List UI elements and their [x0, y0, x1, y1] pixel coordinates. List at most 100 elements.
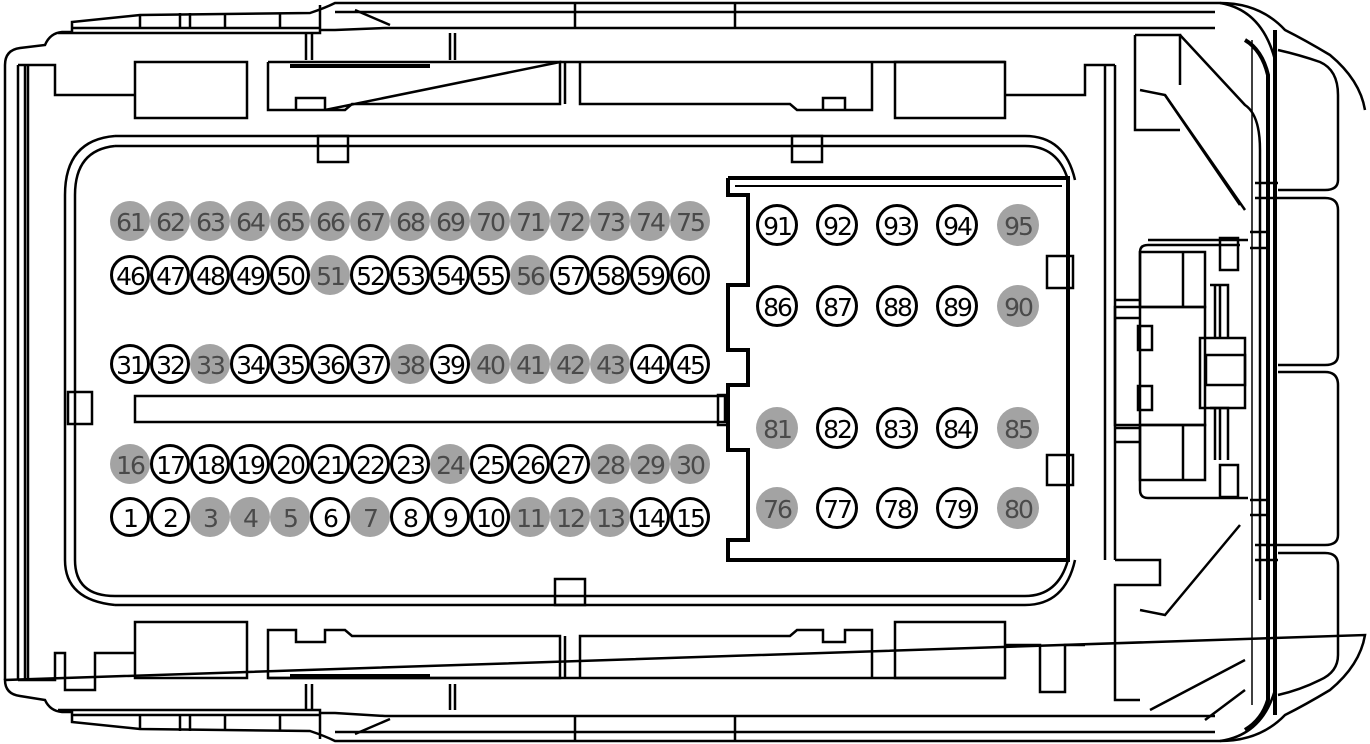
- pin-58: 58: [590, 255, 630, 295]
- pin-number: 18: [196, 450, 226, 480]
- pin-number: 60: [676, 261, 706, 291]
- pin-number: 63: [196, 207, 226, 237]
- pin-82: 82: [816, 407, 858, 449]
- pin-91: 91: [756, 204, 798, 246]
- pin-93: 93: [876, 204, 918, 246]
- pin-number: 49: [236, 261, 266, 291]
- pin-number: 24: [436, 450, 466, 480]
- pin-number: 57: [556, 261, 586, 291]
- pin-34: 34: [230, 344, 270, 384]
- pin-number: 50: [276, 261, 306, 291]
- pin-12: 12: [550, 497, 590, 537]
- pin-50: 50: [270, 255, 310, 295]
- pin-52: 52: [350, 255, 390, 295]
- pin-number: 13: [596, 503, 626, 533]
- pin-80: 80: [997, 487, 1039, 529]
- pin-41: 41: [510, 344, 550, 384]
- pin-37: 37: [350, 344, 390, 384]
- pin-number: 83: [883, 414, 913, 444]
- pin-number: 2: [163, 503, 179, 533]
- pin-number: 23: [396, 450, 426, 480]
- pin-69: 69: [430, 201, 470, 241]
- pin-14: 14: [630, 497, 670, 537]
- pin-42: 42: [550, 344, 590, 384]
- pin-55: 55: [470, 255, 510, 295]
- pin-2: 2: [150, 497, 190, 537]
- pin-32: 32: [150, 344, 190, 384]
- pin-number: 93: [883, 211, 913, 241]
- pin-25: 25: [470, 444, 510, 484]
- pin-number: 3: [203, 503, 219, 533]
- pin-28: 28: [590, 444, 630, 484]
- pin-number: 34: [236, 350, 266, 380]
- pin-95: 95: [997, 204, 1039, 246]
- pin-66: 66: [310, 201, 350, 241]
- pin-number: 35: [276, 350, 306, 380]
- pin-number: 78: [883, 494, 913, 524]
- pin-number: 51: [316, 261, 346, 291]
- pin-number: 89: [943, 292, 973, 322]
- pin-number: 77: [823, 494, 853, 524]
- pin-40: 40: [470, 344, 510, 384]
- pin-54: 54: [430, 255, 470, 295]
- pin-65: 65: [270, 201, 310, 241]
- pin-number: 1: [123, 503, 139, 533]
- pin-number: 88: [883, 292, 913, 322]
- pin-number: 28: [596, 450, 626, 480]
- pin-43: 43: [590, 344, 630, 384]
- pin-21: 21: [310, 444, 350, 484]
- pin-20: 20: [270, 444, 310, 484]
- pin-77: 77: [816, 487, 858, 529]
- pin-46: 46: [110, 255, 150, 295]
- pin-17: 17: [150, 444, 190, 484]
- pin-59: 59: [630, 255, 670, 295]
- pin-94: 94: [936, 204, 978, 246]
- pin-number: 8: [403, 503, 419, 533]
- pin-number: 66: [316, 207, 346, 237]
- pin-26: 26: [510, 444, 550, 484]
- pin-36: 36: [310, 344, 350, 384]
- pin-number: 75: [676, 207, 706, 237]
- pin-4: 4: [230, 497, 270, 537]
- pin-number: 46: [116, 261, 146, 291]
- pin-number: 4: [243, 503, 259, 533]
- pin-31: 31: [110, 344, 150, 384]
- pin-number: 68: [396, 207, 426, 237]
- pin-89: 89: [936, 285, 978, 327]
- pin-81: 81: [756, 407, 798, 449]
- pin-number: 90: [1004, 292, 1034, 322]
- pin-number: 5: [283, 503, 299, 533]
- pin-number: 79: [943, 494, 973, 524]
- pin-number: 76: [763, 494, 793, 524]
- pin-number: 20: [276, 450, 306, 480]
- pin-78: 78: [876, 487, 918, 529]
- pin-number: 39: [436, 350, 466, 380]
- pin-number: 36: [316, 350, 346, 380]
- pin-63: 63: [190, 201, 230, 241]
- pin-number: 17: [156, 450, 186, 480]
- pin-number: 67: [356, 207, 386, 237]
- pin-number: 22: [356, 450, 386, 480]
- pin-number: 85: [1004, 414, 1034, 444]
- pin-number: 56: [516, 261, 546, 291]
- pin-number: 48: [196, 261, 226, 291]
- pin-number: 74: [636, 207, 666, 237]
- pin-27: 27: [550, 444, 590, 484]
- pin-24: 24: [430, 444, 470, 484]
- pin-15: 15: [670, 497, 710, 537]
- pin-3: 3: [190, 497, 230, 537]
- pin-45: 45: [670, 344, 710, 384]
- pin-64: 64: [230, 201, 270, 241]
- pin-1: 1: [110, 497, 150, 537]
- pin-13: 13: [590, 497, 630, 537]
- pin-number: 11: [516, 503, 546, 533]
- pin-75: 75: [670, 201, 710, 241]
- pin-67: 67: [350, 201, 390, 241]
- pin-number: 81: [763, 414, 793, 444]
- pin-48: 48: [190, 255, 230, 295]
- pin-16: 16: [110, 444, 150, 484]
- pin-5: 5: [270, 497, 310, 537]
- pin-62: 62: [150, 201, 190, 241]
- pin-61: 61: [110, 201, 150, 241]
